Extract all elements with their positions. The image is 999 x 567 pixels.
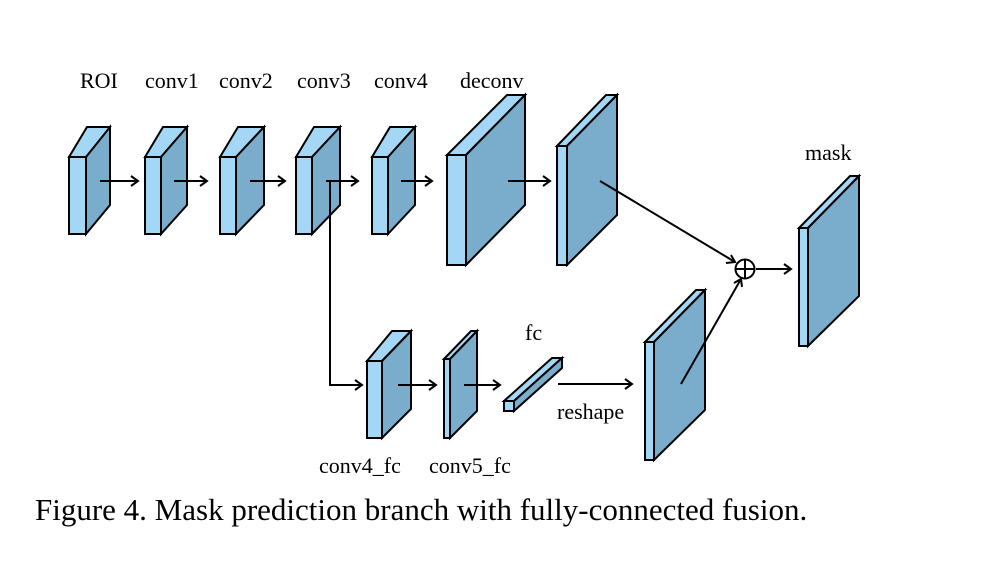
arrow-sum-to-mask [756, 263, 793, 275]
cube-mask [796, 173, 862, 349]
cube-conv1 [143, 124, 190, 237]
label-conv1: conv1 [145, 68, 199, 93]
label-roi: ROI [80, 68, 118, 93]
label-fc: fc [525, 320, 542, 345]
label-deconv: deconv [460, 68, 524, 93]
label-conv4-fc: conv4_fc [319, 453, 401, 478]
arrow-deconv-to-sum [599, 180, 737, 264]
cube-deconv [444, 92, 528, 268]
cube-roi [67, 124, 112, 237]
arrow-deconv-output [508, 175, 552, 187]
label-conv2: conv2 [219, 68, 273, 93]
label-reshape: reshape [557, 399, 624, 424]
arrow-fc-reshape [558, 378, 634, 390]
label-conv3: conv3 [297, 68, 351, 93]
arrow-roi-conv1 [100, 175, 140, 187]
arrow-conv3-conv4 [326, 175, 360, 187]
cube-fc [501, 355, 565, 414]
arrow-conv3-branch [329, 181, 364, 391]
figure-caption: Figure 4. Mask prediction branch with fu… [35, 492, 807, 527]
cube-reshape-output [642, 287, 708, 463]
arrow-conv1-conv2 [174, 175, 209, 187]
label-mask: mask [805, 140, 851, 165]
label-conv4: conv4 [374, 68, 428, 93]
sum-node-icon [734, 258, 756, 280]
arrow-conv4fc-conv5fc [398, 379, 438, 391]
cube-deconv-output [554, 92, 620, 268]
arrow-conv5fc-fc [464, 379, 502, 391]
arrow-conv4-deconv [401, 175, 434, 187]
arrow-reshape-to-sum [680, 277, 743, 385]
cube-conv5-fc [441, 328, 480, 441]
cube-conv4-fc [364, 328, 414, 441]
label-conv5-fc: conv5_fc [429, 453, 511, 478]
arrow-conv2-conv3 [250, 175, 287, 187]
